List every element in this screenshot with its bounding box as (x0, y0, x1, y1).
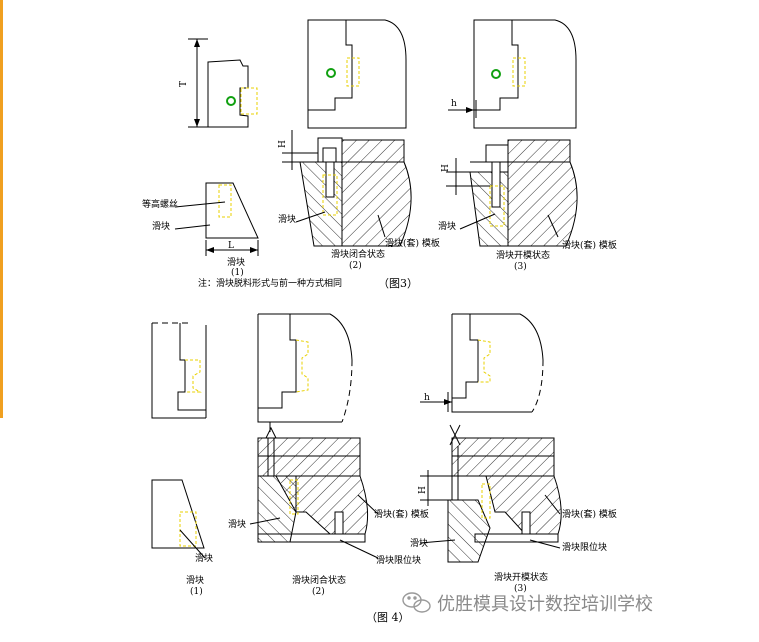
fig3-caption-3-num: (3) (514, 261, 527, 272)
left-accent-bar (0, 0, 3, 418)
figure-3 (174, 19, 578, 256)
fig4-label-stop-3: 滑块限位块 (562, 541, 607, 553)
fig4-part1-block (151, 479, 206, 559)
fig3-part1-block (174, 182, 259, 256)
fig4-part2-section (249, 426, 379, 559)
fig3-part3-top (448, 19, 577, 129)
fig4-label-plate-3: 滑块(套) 模板 (562, 508, 617, 520)
fig4-caption-1: 滑块 (186, 574, 204, 586)
fig4-caption-2-num: (2) (312, 586, 325, 597)
fig3-label-slider-3: 滑块 (438, 220, 456, 232)
fig4-label-slider-2: 滑块 (228, 518, 246, 530)
figure-4-labels: h H 滑块 滑块 滑块 滑块(套) 模板 滑块(套) 模板 滑块限位块 滑块限… (186, 393, 617, 624)
fig4-title: （图 4） (366, 611, 410, 624)
fig4-label-slider-1: 滑块 (195, 552, 213, 564)
fig3-dim-h-open: H (441, 164, 451, 172)
fig3-part1-top (188, 38, 258, 128)
fig3-caption-1-num: (1) (231, 267, 244, 278)
wechat-icon (402, 592, 431, 613)
fig4-caption-2: 滑块闭合状态 (292, 574, 346, 586)
fig3-title: （图3） (378, 277, 418, 290)
fig3-part3-section (446, 139, 578, 247)
fig4-dim-h: H (418, 486, 428, 494)
fig4-label-plate-2: 滑块(套) 模板 (374, 508, 429, 520)
fig3-part2-section (282, 130, 412, 247)
fig3-label-plate-3: 滑块(套) 模板 (562, 239, 617, 251)
fig3-label-slider-1: 滑块 (152, 220, 170, 232)
fig4-label-stop-2: 滑块限位块 (376, 554, 421, 566)
fig3-dim-t: T (179, 81, 189, 87)
fig4-label-slider-3: 滑块 (410, 537, 428, 549)
fig3-caption-1: 滑块 (227, 256, 245, 268)
fig3-caption-3: 滑块开模状态 (496, 249, 550, 261)
fig4-part1-top (151, 322, 207, 419)
fig4-part3-section (419, 424, 562, 563)
fig3-dim-l: L (228, 241, 234, 251)
fig4-dim-small-h: h (424, 393, 430, 403)
fig4-caption-1-num: (1) (190, 586, 203, 597)
figure-4 (151, 313, 562, 563)
fig4-part3-top (420, 313, 544, 413)
fig4-caption-3: 滑块开模状态 (494, 571, 548, 583)
fig3-label-screw: 等高螺丝 (142, 198, 178, 210)
fig3-caption-2-num: (2) (349, 260, 362, 271)
fig4-part2-top (257, 313, 353, 432)
fig3-label-slider-2: 滑块 (278, 213, 296, 225)
watermark: 优胜模具设计数控培训学校 (402, 592, 653, 615)
fig3-caption-2: 滑块闭合状态 (331, 248, 385, 260)
figure-3-labels: T H H h L 等高螺丝 滑块 滑块 滑块 滑块(套) 模板 滑块(套) 模… (142, 81, 617, 290)
fig4-caption-3-num: (3) (514, 583, 527, 594)
watermark-text: 优胜模具设计数控培训学校 (437, 594, 653, 615)
fig3-dim-small-h: h (451, 99, 457, 109)
fig3-label-plate-2: 滑块(套) 模板 (385, 237, 440, 249)
fig3-note: 注：滑块脱料形式与前一种方式相同 (198, 277, 342, 289)
fig3-part2-top (307, 19, 407, 129)
fig3-dim-h-closed: H (278, 140, 288, 148)
